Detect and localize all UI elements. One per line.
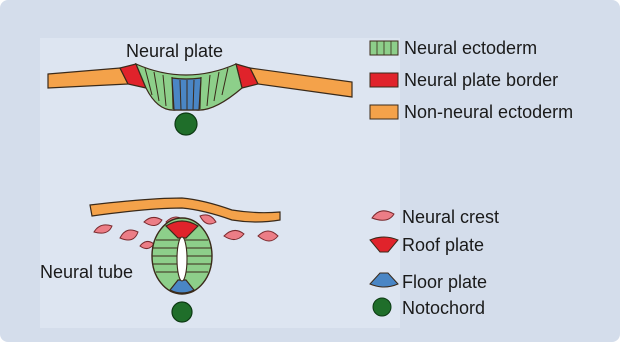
neural-plate-drawing — [48, 64, 352, 135]
notochord-top — [175, 113, 197, 135]
notochord-bottom — [172, 302, 192, 322]
legend-swatches — [370, 41, 398, 316]
neural-plate-label: Neural plate — [126, 42, 223, 60]
legend-swatch-roof-plate — [370, 237, 398, 252]
legend-floor-plate: Floor plate — [402, 273, 487, 291]
legend-swatch-neural-plate-border — [370, 73, 398, 87]
legend-swatch-neural-crest — [372, 211, 394, 220]
legend-non-neural-ectoderm: Non-neural ectoderm — [404, 103, 573, 121]
neural-tube-lumen — [177, 237, 187, 281]
legend-swatch-notochord — [373, 298, 391, 316]
neural-tube-drawing — [90, 198, 280, 322]
legend-notochord: Notochord — [402, 299, 485, 317]
neural-tube-label: Neural tube — [40, 263, 133, 281]
legend-swatch-floor-plate — [370, 273, 398, 287]
legend-neural-ectoderm: Neural ectoderm — [404, 39, 537, 57]
legend-roof-plate: Roof plate — [402, 236, 484, 254]
legend-swatch-non-neural-ectoderm — [370, 105, 398, 119]
legend-neural-plate-border: Neural plate border — [404, 71, 558, 89]
non-neural-ectoderm-left — [48, 68, 128, 88]
legend-neural-crest: Neural crest — [402, 208, 499, 226]
non-neural-ectoderm-right — [250, 68, 352, 97]
